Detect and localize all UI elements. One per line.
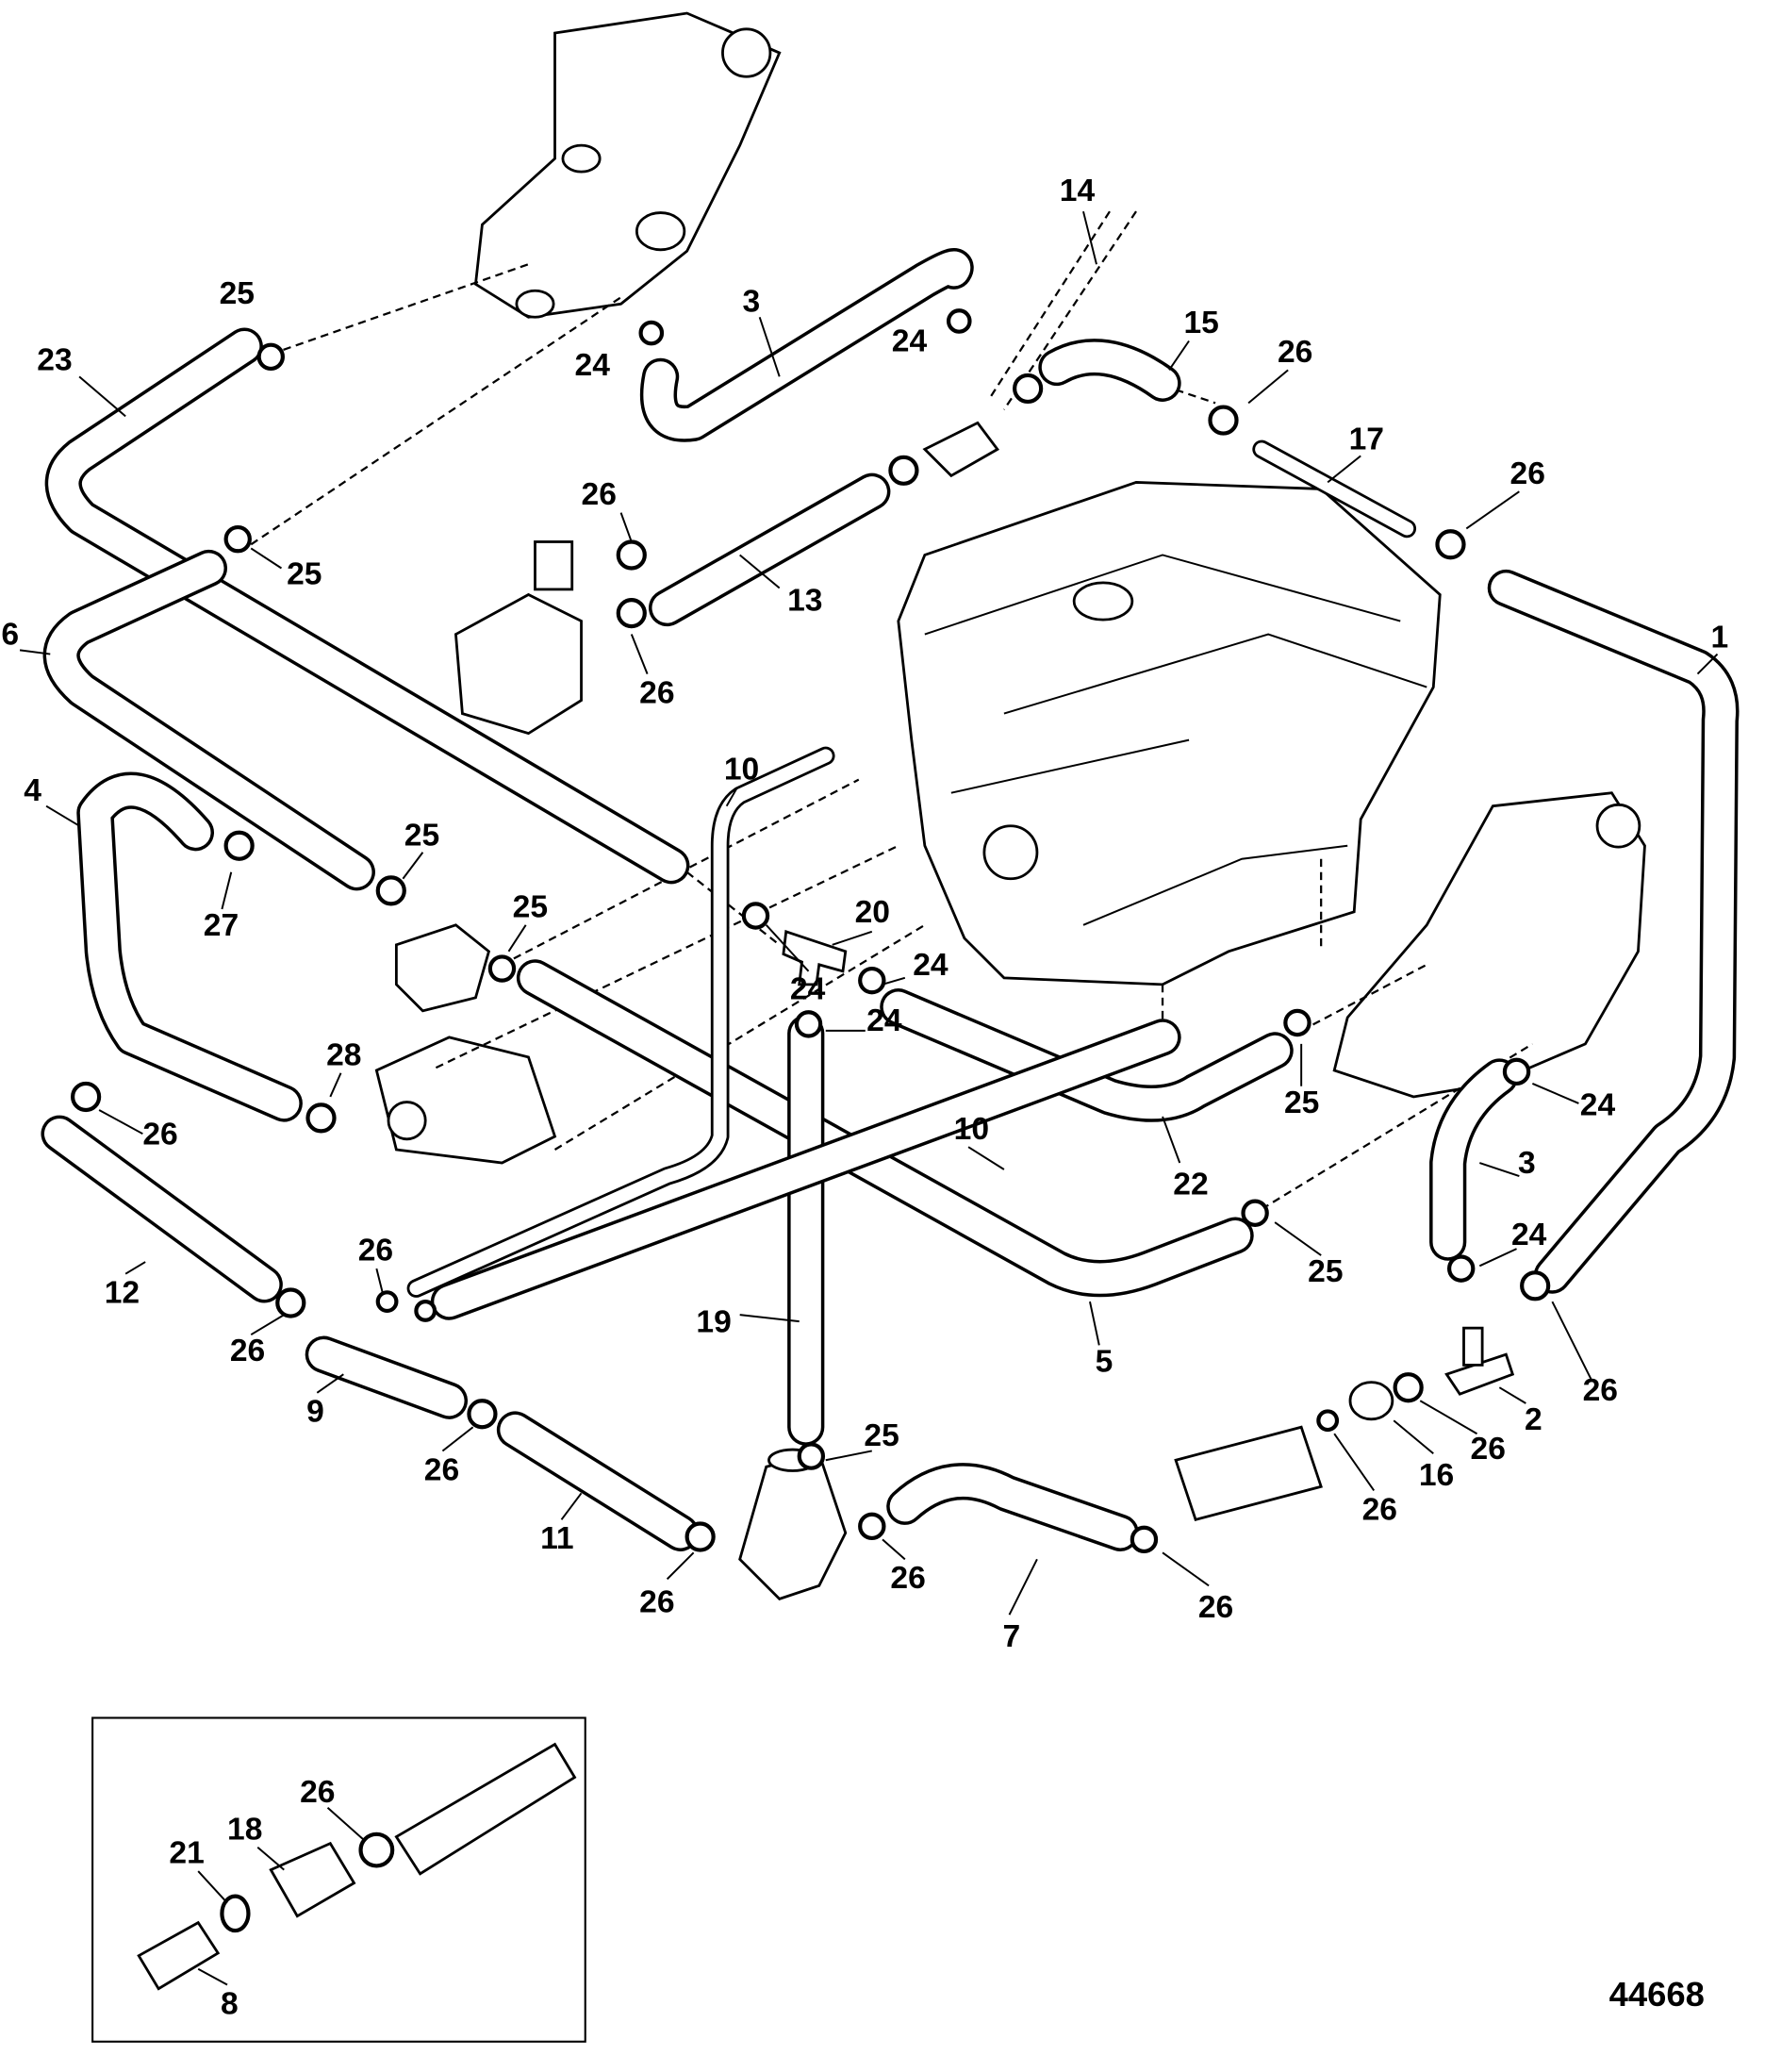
callout: 25 <box>404 819 439 854</box>
callout: 17 <box>1349 422 1384 456</box>
callout: 20 <box>855 895 890 930</box>
callout: 25 <box>287 556 322 591</box>
hose-15 <box>1038 339 1181 402</box>
hose-13 <box>648 472 891 627</box>
hose-5 <box>516 959 1254 1298</box>
callout: 26 <box>358 1234 393 1268</box>
callout: 16 <box>1419 1458 1454 1493</box>
callout: 26 <box>1510 456 1545 491</box>
callout: 26 <box>582 477 617 512</box>
callout: 26 <box>230 1334 265 1368</box>
callout: 24 <box>575 348 611 383</box>
callout: 25 <box>1284 1086 1319 1120</box>
fuel-cooler <box>1174 1425 1323 1522</box>
water-pump <box>374 1036 557 1165</box>
callout: 24 <box>866 1003 902 1038</box>
callout: 6 <box>1 618 19 653</box>
callout: 27 <box>204 908 239 943</box>
callout: 26 <box>142 1117 177 1152</box>
callout: 26 <box>639 675 674 710</box>
exhaust-manifold-top <box>473 11 782 319</box>
thermostat-housing <box>454 540 583 736</box>
hose-3-right <box>1429 1058 1518 1261</box>
callout: 15 <box>1183 306 1218 340</box>
callout: 24 <box>1580 1088 1616 1123</box>
callout: 24 <box>913 948 948 983</box>
callout: 25 <box>513 889 548 924</box>
callout: 19 <box>696 1304 731 1339</box>
callout: 14 <box>1060 174 1096 208</box>
callout: 18 <box>227 1812 262 1847</box>
hose-3-top <box>639 248 974 442</box>
callout: 10 <box>724 753 759 787</box>
callout: 26 <box>1471 1432 1506 1467</box>
callout: 26 <box>1583 1373 1618 1408</box>
callout: 3 <box>742 285 760 320</box>
tee-fitting-2 <box>1444 1352 1515 1396</box>
callout: 26 <box>1278 335 1312 370</box>
fitting-14 <box>922 421 999 478</box>
callout: 5 <box>1096 1344 1113 1379</box>
callout: 13 <box>787 583 822 618</box>
callout: 26 <box>890 1561 925 1596</box>
hose-4 <box>76 771 303 1122</box>
callout: 10 <box>954 1112 989 1147</box>
hose-7 <box>886 1463 1139 1551</box>
callout: 23 <box>37 342 72 377</box>
callout: 2 <box>1525 1402 1542 1437</box>
callout: 1 <box>1711 621 1729 655</box>
hose-11 <box>496 1411 700 1551</box>
hoses <box>41 248 1740 1551</box>
callout: 22 <box>1173 1168 1208 1202</box>
callout: 26 <box>639 1584 674 1619</box>
callout: 9 <box>306 1395 324 1430</box>
hose-clamps <box>70 308 1551 1554</box>
hose-10b <box>430 1019 1181 1320</box>
exhaust-manifold-right <box>1332 791 1646 1099</box>
fittings <box>782 421 1515 1421</box>
callout: 26 <box>1362 1492 1397 1527</box>
callout: 24 <box>892 324 928 359</box>
callout: 7 <box>1003 1619 1021 1654</box>
hose-12 <box>41 1115 283 1303</box>
callout: 26 <box>1198 1590 1233 1625</box>
callout: 25 <box>864 1418 899 1453</box>
figure-id: 44668 <box>1609 1975 1705 2014</box>
callout: 26 <box>424 1452 459 1487</box>
callout: 26 <box>300 1775 335 1810</box>
hose-1 <box>1487 569 1740 1294</box>
callout: 3 <box>1518 1146 1536 1181</box>
thermostat-connector <box>394 923 491 1013</box>
callout: 4 <box>24 773 41 808</box>
callouts: 25 23 3 24 14 24 15 26 17 26 25 26 13 26… <box>1 174 1728 2021</box>
callout: 21 <box>169 1836 204 1871</box>
tee-fitting-2-branch <box>1462 1326 1484 1367</box>
callout: 24 <box>1511 1218 1547 1252</box>
pipe-17 <box>1252 439 1417 539</box>
inset-detail <box>91 1716 586 2043</box>
leader-lines <box>19 210 1719 1616</box>
hose-10 <box>406 746 835 1298</box>
callout: 11 <box>540 1521 574 1556</box>
callout: 25 <box>220 276 255 311</box>
seawater-pump <box>738 1448 848 1600</box>
callout: 12 <box>105 1276 140 1311</box>
pipe-9 <box>305 1335 469 1419</box>
callout: 28 <box>326 1037 361 1072</box>
callout: 24 <box>790 971 826 1006</box>
hose-22 <box>880 988 1294 1122</box>
sleeve-16 <box>1348 1381 1394 1421</box>
engine-block <box>897 481 1442 1031</box>
hose-6 <box>42 549 375 891</box>
callout: 25 <box>1308 1254 1343 1289</box>
hose-23 <box>44 327 690 885</box>
callout: 8 <box>221 1986 239 2021</box>
tee-fitting-20 <box>782 929 848 986</box>
